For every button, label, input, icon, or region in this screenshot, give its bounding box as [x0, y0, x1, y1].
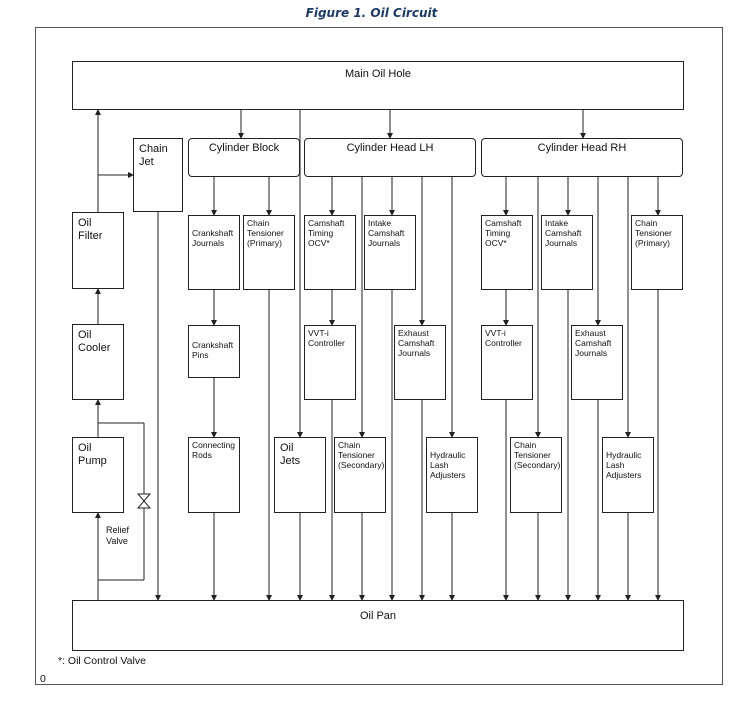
figure-title: Figure 1. Oil Circuit: [305, 6, 438, 20]
diagram-frame: [35, 27, 723, 685]
crankshaft-journals-box: Crankshaft Journals: [188, 215, 240, 290]
chain-jet-box: Chain Jet: [133, 138, 183, 212]
oil-filter-box: Oil Filter: [72, 212, 124, 289]
cylinder-block-header: Cylinder Block: [188, 138, 300, 177]
chain-tensioner-primary-rh-box: Chain Tensioner (Primary): [631, 215, 683, 290]
connecting-rods-box: Connecting Rods: [188, 437, 240, 513]
relief-valve-label: Relief Valve: [106, 525, 130, 546]
intake-camshaft-journals-lh-box: Intake Camshaft Journals: [364, 215, 416, 290]
oil-jets-box: Oil Jets: [274, 437, 326, 513]
oil-pump-box: Oil Pump: [72, 437, 124, 513]
chain-tensioner-primary-lh-box: Chain Tensioner (Primary): [243, 215, 295, 290]
oil-pan-box: Oil Pan: [72, 600, 684, 651]
chain-tensioner-secondary-rh-box: Chain Tensioner (Secondary): [510, 437, 562, 513]
camshaft-timing-ocv-lh-box: Camshaft Timing OCV*: [304, 215, 356, 290]
footnote: *: Oil Control Valve: [58, 655, 146, 667]
exhaust-camshaft-journals-lh-box: Exhaust Camshaft Journals: [394, 325, 446, 400]
cylinder-head-lh-header: Cylinder Head LH: [304, 138, 476, 177]
vvti-controller-lh-box: VVT-i Controller: [304, 325, 356, 400]
intake-camshaft-journals-rh-box: Intake Camshaft Journals: [541, 215, 593, 290]
corner-mark: 0: [40, 673, 46, 685]
hydraulic-lash-adjusters-lh-box: Hydraulic Lash Adjusters: [426, 437, 478, 513]
camshaft-timing-ocv-rh-box: Camshaft Timing OCV*: [481, 215, 533, 290]
hydraulic-lash-adjusters-rh-box: Hydraulic Lash Adjusters: [602, 437, 654, 513]
cylinder-head-rh-header: Cylinder Head RH: [481, 138, 683, 177]
vvti-controller-rh-box: VVT-i Controller: [481, 325, 533, 400]
exhaust-camshaft-journals-rh-box: Exhaust Camshaft Journals: [571, 325, 623, 400]
chain-tensioner-secondary-lh-box: Chain Tensioner (Secondary): [334, 437, 386, 513]
main-oil-hole-box: Main Oil Hole: [72, 61, 684, 110]
crankshaft-pins-box: Crankshaft Pins: [188, 325, 240, 378]
oil-cooler-box: Oil Cooler: [72, 324, 124, 400]
